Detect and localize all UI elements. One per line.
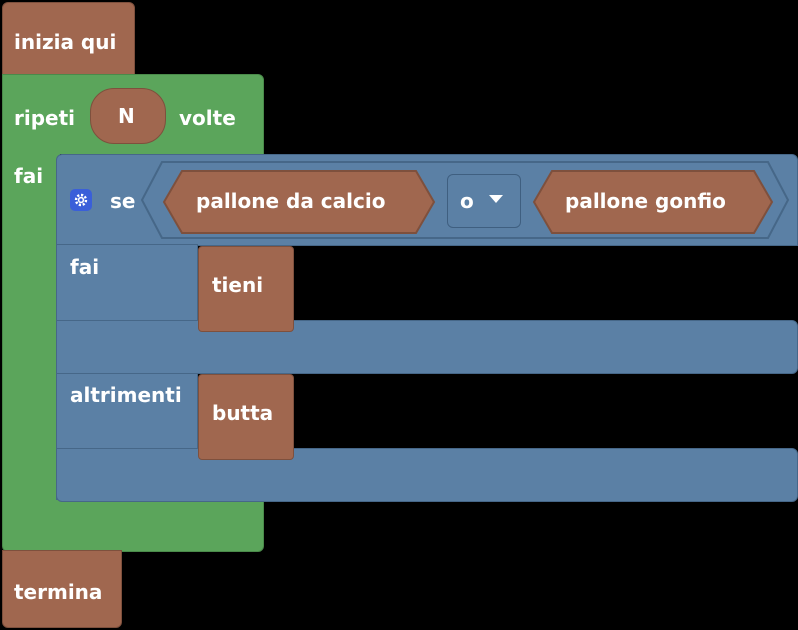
repeat-do-label: fai xyxy=(14,164,44,188)
if-se-label: se xyxy=(110,189,136,213)
else-action-label: butta xyxy=(212,401,274,425)
condition-right-label: pallone gonfio xyxy=(565,189,726,213)
if-else-bottom-bar xyxy=(56,448,798,502)
condition-left-label: pallone da calcio xyxy=(196,189,386,213)
if-else-middle-bar xyxy=(56,320,798,374)
operator-dropdown[interactable] xyxy=(447,174,521,228)
start-block[interactable] xyxy=(2,2,135,76)
repeat-count-value: N xyxy=(118,104,135,128)
dropdown-arrow-icon xyxy=(489,195,503,203)
if-else-label: altrimenti xyxy=(70,383,182,407)
end-block[interactable] xyxy=(2,550,122,628)
condition-right-block[interactable] xyxy=(532,170,774,234)
start-block-label: inizia qui xyxy=(14,30,117,54)
repeat-suffix-label: volte xyxy=(179,106,236,130)
repeat-prefix-label: ripeti xyxy=(14,106,76,130)
if-then-label: fai xyxy=(70,255,100,279)
operator-label: o xyxy=(460,189,474,213)
then-action-block[interactable] xyxy=(198,246,294,332)
then-action-label: tieni xyxy=(212,273,264,297)
end-block-label: termina xyxy=(14,580,103,604)
else-action-block[interactable] xyxy=(198,374,294,460)
repeat-count-input[interactable] xyxy=(90,88,166,144)
gear-icon[interactable] xyxy=(70,189,92,211)
condition-left-block[interactable] xyxy=(162,170,436,234)
